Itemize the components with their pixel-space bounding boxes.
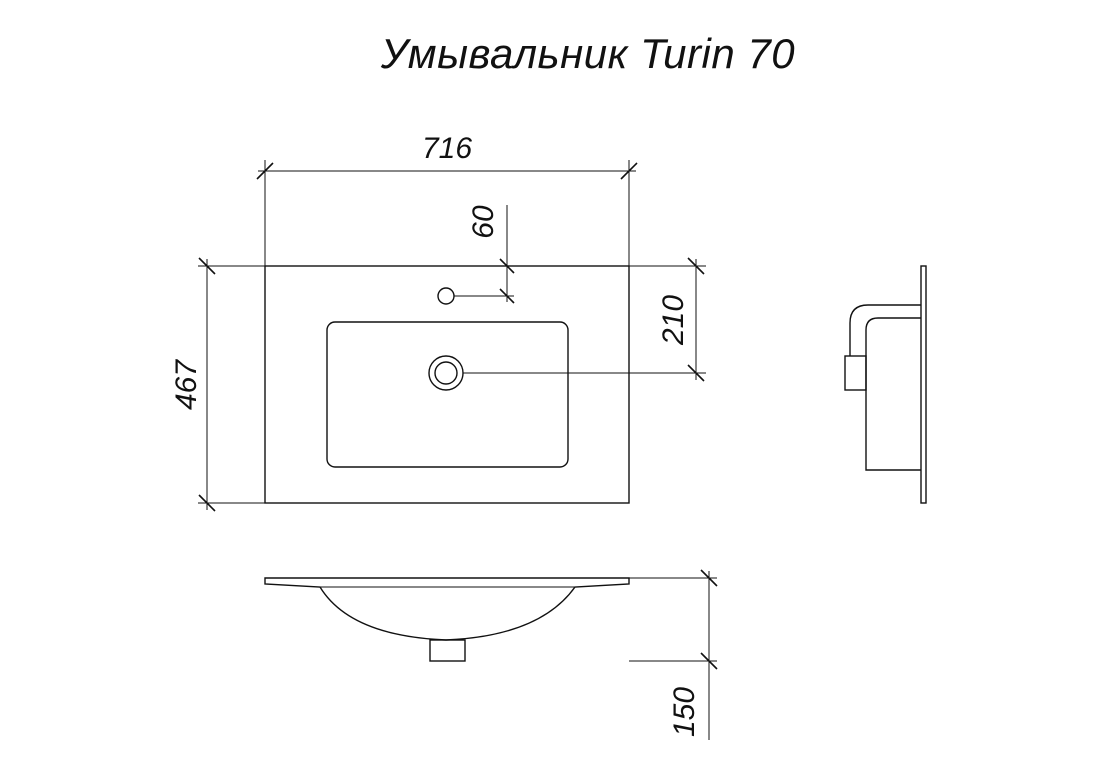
drain-offset-label: 210 [657, 295, 690, 346]
depth-label: 467 [170, 359, 203, 410]
bowl-outline [326, 321, 569, 468]
drawing-title: Умывальник Turin 70 [380, 30, 796, 77]
side-slab [920, 265, 927, 504]
tap-hole [437, 287, 455, 305]
side-bowl-profile [865, 317, 921, 471]
drain-inner-ring [434, 361, 458, 385]
tap-offset-dimension: 60 [454, 205, 515, 304]
drain-outer-ring [428, 355, 464, 391]
width-label: 716 [422, 132, 472, 165]
side-outer-profile [849, 304, 921, 356]
front-drain [429, 639, 466, 662]
front-view [264, 577, 630, 662]
height-dimension: 150 [629, 569, 718, 740]
side-view [844, 265, 927, 504]
top-view [264, 265, 630, 504]
drain-offset-dimension: 210 [463, 257, 706, 382]
depth-dimension: 467 [170, 257, 290, 512]
side-drain [844, 355, 867, 391]
width-dimension: 716 [256, 132, 638, 266]
basin-outline [264, 265, 630, 504]
height-label: 150 [668, 687, 701, 737]
tap-offset-label: 60 [467, 205, 500, 239]
